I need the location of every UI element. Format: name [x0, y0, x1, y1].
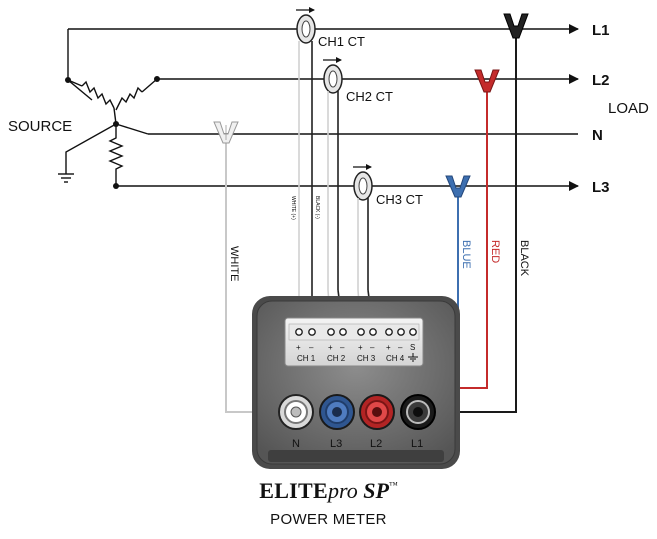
terminal-polarity-labels: + – + – + – + – S [296, 343, 415, 352]
ct-ch3-label: CH3 CT [376, 192, 423, 207]
svg-text:–: – [309, 343, 314, 352]
trademark-symbol: ™ [388, 480, 398, 490]
svg-text:–: – [340, 343, 345, 352]
svg-text:S: S [410, 343, 415, 352]
line-l3-label: L3 [592, 179, 610, 196]
svg-text:–: – [398, 343, 403, 352]
ct-ch1-label: CH1 CT [318, 34, 365, 49]
product-name-bold: ELITE [259, 478, 328, 503]
svg-text:+: + [328, 343, 333, 352]
power-meter-body [252, 296, 460, 469]
terminal-ch2-label: CH 2 [327, 354, 346, 363]
white-lead-label: WHITE [228, 246, 240, 281]
jack-n-label: N [292, 438, 300, 450]
jack-l2-label: L2 [370, 438, 382, 450]
red-lead-label: RED [489, 240, 501, 263]
terminal-screws [295, 328, 417, 336]
terminal-ch3-label: CH 3 [357, 354, 376, 363]
terminal-ch1-label: CH 1 [297, 354, 316, 363]
source-label: SOURCE [8, 118, 72, 135]
load-label: LOAD [608, 100, 649, 117]
product-subtitle: POWER METER [270, 511, 387, 528]
jack-l3 [319, 394, 355, 430]
ct-black-lead-label: BLACK (-) [314, 196, 320, 219]
terminal-ch4-label: CH 4 [386, 354, 405, 363]
svg-text:–: – [370, 343, 375, 352]
ct-white-lead-label: WHITE (+) [290, 196, 296, 220]
svg-text:+: + [358, 343, 363, 352]
ct-ch2-label: CH2 CT [346, 89, 393, 104]
black-clip-icon [503, 13, 529, 39]
white-clip-icon [213, 121, 239, 144]
jack-l1-label: L1 [411, 438, 423, 450]
line-n-label: N [592, 127, 603, 144]
black-lead-label: BLACK [518, 240, 530, 277]
jack-n [278, 394, 314, 430]
red-clip-icon [474, 69, 500, 93]
junction-dots [65, 76, 160, 189]
svg-text:+: + [386, 343, 391, 352]
supply-lines [68, 24, 579, 191]
ct-ch3 [353, 164, 373, 201]
source-wye-transformer [58, 29, 158, 186]
blue-clip-icon [445, 175, 471, 198]
line-l1-label: L1 [592, 22, 610, 39]
ct-ch2 [323, 57, 343, 94]
jack-l1 [400, 394, 436, 430]
blue-lead-label: BLUE [460, 240, 472, 269]
product-name-suffix: SP [363, 478, 389, 503]
product-name: ELITEpro SP™ [0, 478, 657, 504]
ground-symbol-icon [408, 353, 418, 362]
jack-l2 [359, 394, 395, 430]
jack-l3-label: L3 [330, 438, 342, 450]
product-name-italic: pro [328, 478, 358, 503]
line-l2-label: L2 [592, 72, 610, 89]
ct-ch1 [296, 7, 316, 44]
terminal-channel-labels: CH 1 CH 2 CH 3 CH 4 [297, 354, 405, 363]
svg-text:+: + [296, 343, 301, 352]
